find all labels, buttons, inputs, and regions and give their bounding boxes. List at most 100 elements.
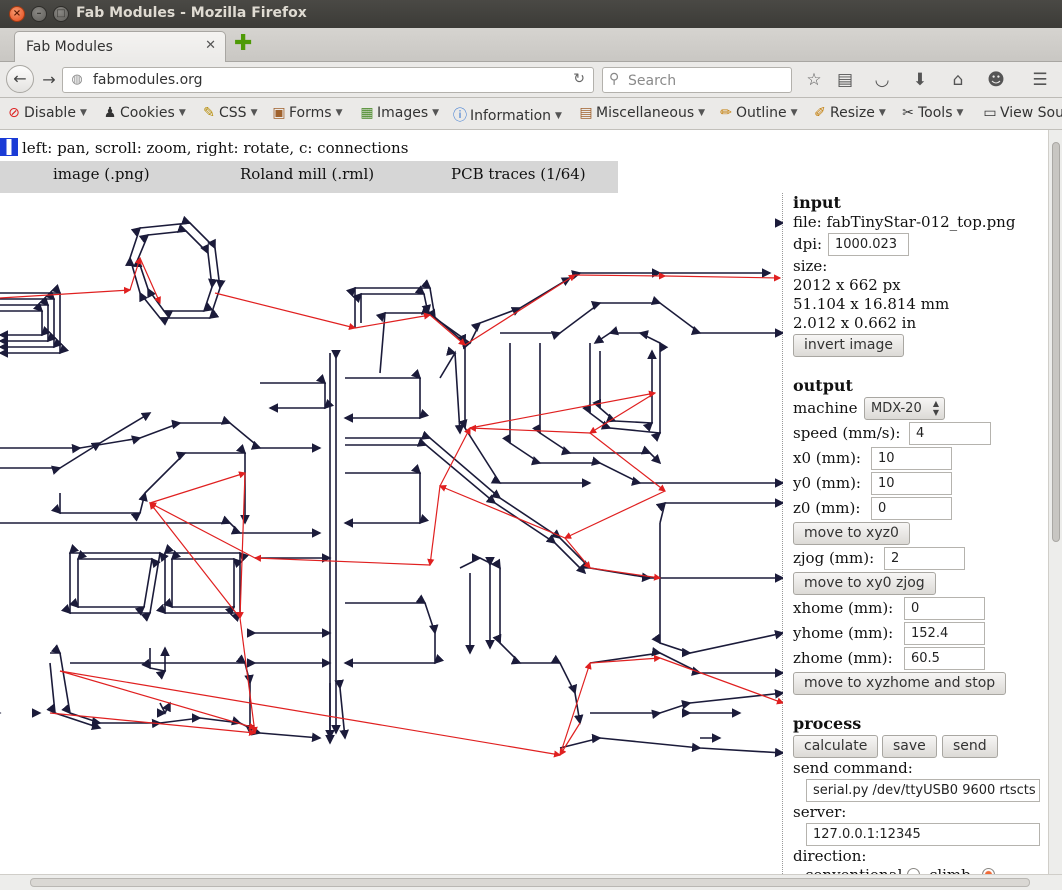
miscellaneous-icon: ▤ [579,105,593,121]
downloads-icon[interactable]: ⬇ [912,70,928,90]
zjog-input[interactable]: 2 [884,547,965,570]
connection-line [129,256,142,291]
devtool-label: CSS [219,105,247,121]
xhome-input[interactable]: 0 [904,597,985,620]
x0-label: x0 (mm): [793,449,861,467]
size-in: 2.012 x 0.662 in [793,314,917,332]
save-button[interactable]: save [882,735,937,758]
connection-line [427,485,441,567]
forward-button[interactable]: → [36,67,62,93]
send-command-label: send command: [793,759,913,777]
trace-path [157,701,171,718]
tab-pcb-traces[interactable]: PCB traces (1/64) [451,165,586,183]
home-icon[interactable]: ⌂ [952,70,964,90]
climb-radio[interactable] [981,868,995,874]
devtool-miscellaneous[interactable]: ▤Miscellaneous▼ [578,105,705,121]
dropdown-arrow-icon: ▼ [956,108,964,118]
url-bar[interactable]: ◍ fabmodules.org ↻ [62,67,594,93]
trace-path [590,689,783,720]
trace-path [141,646,170,680]
server-input[interactable]: 127.0.0.1:12345 [806,823,1040,846]
window-close-button[interactable]: × [9,6,25,22]
trace-path [439,346,465,435]
connection-line [589,567,662,581]
devtool-cookies[interactable]: ♟Cookies▼ [102,105,186,121]
send-button[interactable]: send [942,735,998,758]
xhome-label: xhome (mm): [793,599,894,617]
zhome-input[interactable]: 60.5 [904,647,985,670]
y0-label: y0 (mm): [793,474,861,492]
search-input[interactable]: ⚲ Search [602,67,792,93]
invert-image-button[interactable]: invert image [793,334,904,357]
connection-line [149,502,241,619]
send-command-input[interactable]: serial.py /dev/ttyUSB0 9600 rtscts [806,779,1040,802]
devtool-label: Miscellaneous [596,105,695,121]
spinner-arrows-icon: ▲▼ [932,399,939,417]
move-to-xy0-zjog-button[interactable]: move to xy0 zjog [793,572,936,595]
x0-input[interactable]: 10 [871,447,952,470]
speed-input[interactable]: 4 [909,422,991,445]
back-button[interactable]: ← [6,65,34,93]
dropdown-arrow-icon: ▼ [250,108,258,118]
dpi-input[interactable]: 1000.023 [828,233,909,256]
menu-icon[interactable]: ☰ [1032,70,1048,90]
trace-path [345,437,587,575]
trace-path [260,373,335,413]
move-to-xyzhome-button[interactable]: move to xyzhome and stop [793,672,1007,695]
bookmark-star-icon[interactable]: ☆ [806,70,822,90]
z0-input[interactable]: 0 [871,497,952,520]
trace-path [255,558,330,663]
devtool-outline[interactable]: ✏Outline▼ [718,105,798,121]
window-minimize-button[interactable]: – [31,6,47,22]
tab-fab-modules[interactable]: Fab Modules ✕ [14,31,226,62]
reload-icon[interactable]: ↻ [573,71,585,87]
window-maximize-button[interactable]: □ [53,6,69,22]
horizontal-scroll-thumb[interactable] [30,878,1030,887]
devtool-forms[interactable]: ▣Forms▼ [271,105,342,121]
machine-select[interactable]: MDX-20 ▲▼ [864,397,945,420]
devtool-view-source[interactable]: ▭View Sou [982,105,1062,121]
new-tab-icon[interactable]: ✚ [234,31,253,56]
yhome-input[interactable]: 152.4 [904,622,985,645]
move-to-xyz0-button[interactable]: move to xyz0 [793,522,910,545]
calculate-button[interactable]: calculate [793,735,879,758]
connection-line [589,654,662,664]
horizontal-scrollbar[interactable] [0,874,1062,890]
size-mm: 51.104 x 16.814 mm [793,295,950,313]
control-panel: input file: fabTinyStar-012_top.png dpi:… [793,193,1048,874]
pocket-icon[interactable]: ◡ [874,70,890,90]
trace-path [651,523,783,658]
devtool-tools[interactable]: ✂Tools▼ [900,105,963,121]
devtool-label: Images [377,105,429,121]
connection-line [148,502,256,559]
connection-line [239,617,258,735]
reading-list-icon[interactable]: ▤ [836,70,854,90]
tab-close-icon[interactable]: ✕ [205,38,216,53]
devtool-label: Resize [830,105,875,121]
trace-path [559,733,783,758]
devtool-resize[interactable]: ✐Resize▼ [812,105,886,121]
toolpath-canvas[interactable] [0,193,783,874]
chat-icon[interactable]: ☻ [987,70,1005,90]
vertical-scroll-thumb[interactable] [1052,142,1060,542]
server-label: server: [793,803,847,821]
tab-roland-mill-rml[interactable]: Roland mill (.rml) [240,165,375,183]
vertical-scrollbar[interactable] [1048,130,1062,874]
dropdown-arrow-icon: ▼ [878,108,886,118]
dpi-label: dpi: [793,235,823,253]
trace-path [343,368,430,423]
connection-line [469,390,657,429]
module-tabs: image (.png) Roland mill (.rml) PCB trac… [0,161,618,193]
tools-icon: ✂ [902,105,914,121]
tab-image-png[interactable]: image (.png) [53,165,150,183]
devtool-label: Forms [289,105,332,121]
trace-path [343,463,430,528]
devtool-images[interactable]: ▦Images▼ [359,105,439,121]
devtool-disable[interactable]: ⊘Disable▼ [6,105,87,121]
devtool-css[interactable]: ✎CSS▼ [201,105,257,121]
output-heading: output [793,376,853,395]
dropdown-arrow-icon: ▼ [790,108,798,118]
y0-input[interactable]: 10 [871,472,952,495]
trace-path [0,415,322,454]
